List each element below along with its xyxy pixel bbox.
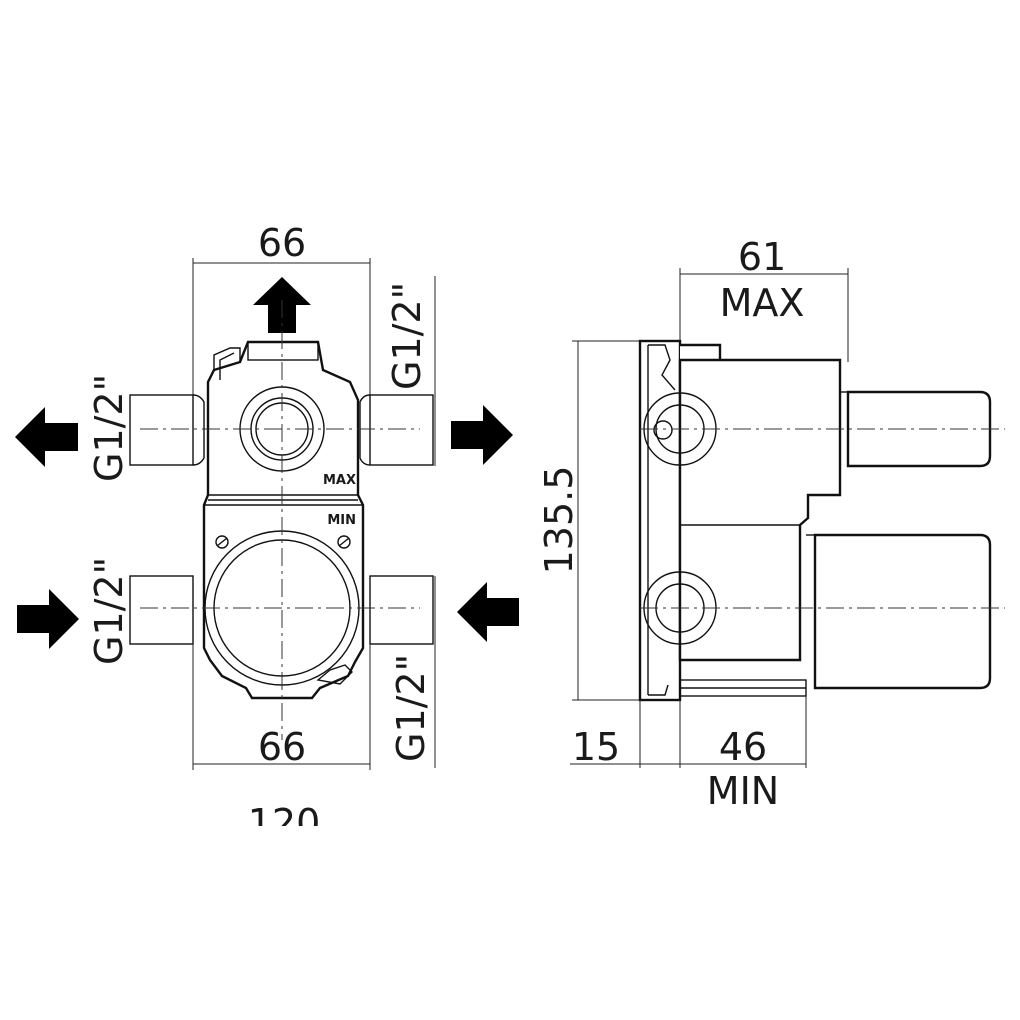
upper-port-pipes xyxy=(129,394,434,466)
side-height-label: 135.5 xyxy=(537,466,581,575)
thread-label-top-right: G1/2" xyxy=(385,282,429,390)
side-offset-label: 15 xyxy=(572,725,620,769)
wall-plate xyxy=(638,339,682,702)
max-marking: MAX xyxy=(323,473,356,488)
thread-label-bottom-right: G1/2" xyxy=(389,654,433,762)
side-min-label: MIN xyxy=(707,769,779,813)
side-lower-pipe xyxy=(813,533,992,690)
side-min-depth-label: 46 xyxy=(719,725,767,769)
thread-label-lower-left: G1/2" xyxy=(87,557,131,665)
arrow-left-icon xyxy=(15,407,78,467)
front-top-dimension: 66 xyxy=(192,221,371,395)
side-height-dimension: 135.5 xyxy=(537,340,640,701)
front-bottom-dimension: 66 xyxy=(192,644,371,770)
lower-port-pipes xyxy=(129,575,434,645)
side-bottom-dimensions: 15 46 MIN xyxy=(570,696,807,813)
side-max-label: MAX xyxy=(720,281,805,325)
front-top-width-label: 66 xyxy=(258,221,306,265)
front-bottom-width-label: 66 xyxy=(258,725,306,769)
arrow-right-icon xyxy=(451,405,513,465)
min-marking: MIN xyxy=(327,513,356,528)
arrow-right-icon xyxy=(17,589,79,649)
side-max-depth-dimension: 61 MAX xyxy=(679,235,849,362)
side-max-depth-label: 61 xyxy=(738,235,786,279)
side-body-outline xyxy=(678,343,842,662)
front-view: 66 G1/2" MAX MIN xyxy=(15,221,519,856)
thread-label-upper-left: G1/2" xyxy=(87,374,131,482)
side-view: 61 MAX 135.5 xyxy=(537,235,1005,813)
valve-body-outline xyxy=(202,340,365,700)
arrow-left-icon xyxy=(457,582,519,642)
